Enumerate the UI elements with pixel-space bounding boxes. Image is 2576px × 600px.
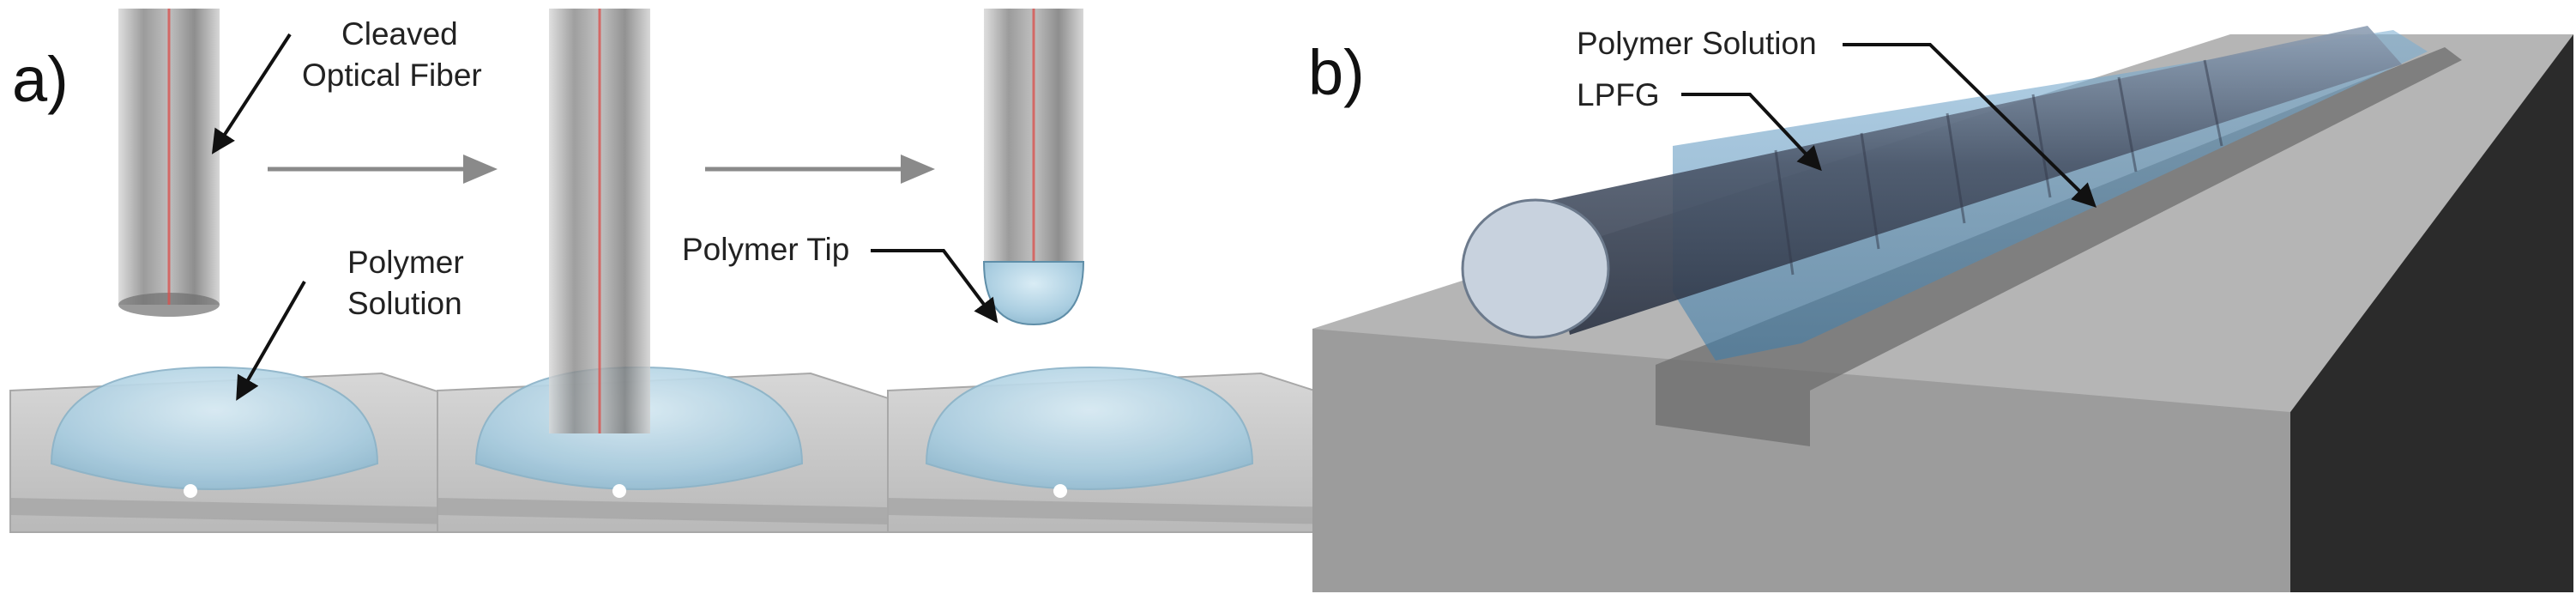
callout-b-solution: Polymer Solution (1577, 26, 1817, 61)
process-arrow-2 (705, 155, 935, 184)
panel-b-label: b) (1308, 37, 1365, 108)
lpfg-fiber-rod (1544, 26, 2402, 335)
grating-marks (1774, 59, 2223, 276)
callout-polymer-solution: Polymer Solution (236, 245, 464, 401)
callout-solution-leader (236, 281, 306, 401)
callout-solution-line1: Polymer (347, 245, 464, 280)
droplet-highlight-1 (184, 484, 197, 498)
panel-a: a) (9, 9, 1704, 533)
callout-solution-line2: Solution (347, 286, 462, 321)
panel-b: b) Polymer Solution LPFG (1308, 26, 2573, 592)
callout-tip: Polymer Tip (682, 232, 849, 267)
panel-a-label: a) (12, 44, 69, 115)
callout-cleaved-fiber: Cleaved Optical Fiber (211, 16, 482, 155)
droplet-highlight-2 (612, 484, 626, 498)
callout-fiber-line1: Cleaved (341, 16, 458, 52)
groove (1656, 47, 2462, 446)
polymer-droplet-1 (50, 366, 379, 490)
polymer-tip (982, 261, 1085, 326)
substrate-block-side (2290, 34, 2573, 592)
callout-b-lpfg-leader (1681, 93, 1822, 172)
callout-lpfg: LPFG (1577, 77, 1822, 172)
callout-tip-leader (871, 249, 998, 324)
callout-b-solution-leader (1843, 43, 2097, 208)
callout-fiber-leader (211, 33, 292, 155)
droplet-highlight-3 (1053, 484, 1067, 498)
callout-polymer-solution-b: Polymer Solution (1577, 26, 2097, 208)
polymer-droplet-3 (925, 366, 1254, 490)
callout-fiber-line2: Optical Fiber (302, 58, 482, 93)
callout-b-lpfg: LPFG (1577, 77, 1660, 112)
substrate-block-front (1312, 329, 2290, 592)
callout-polymer-tip: Polymer Tip (682, 232, 998, 324)
fiber-rod-end (1461, 198, 1610, 339)
process-arrow-1 (268, 155, 498, 184)
